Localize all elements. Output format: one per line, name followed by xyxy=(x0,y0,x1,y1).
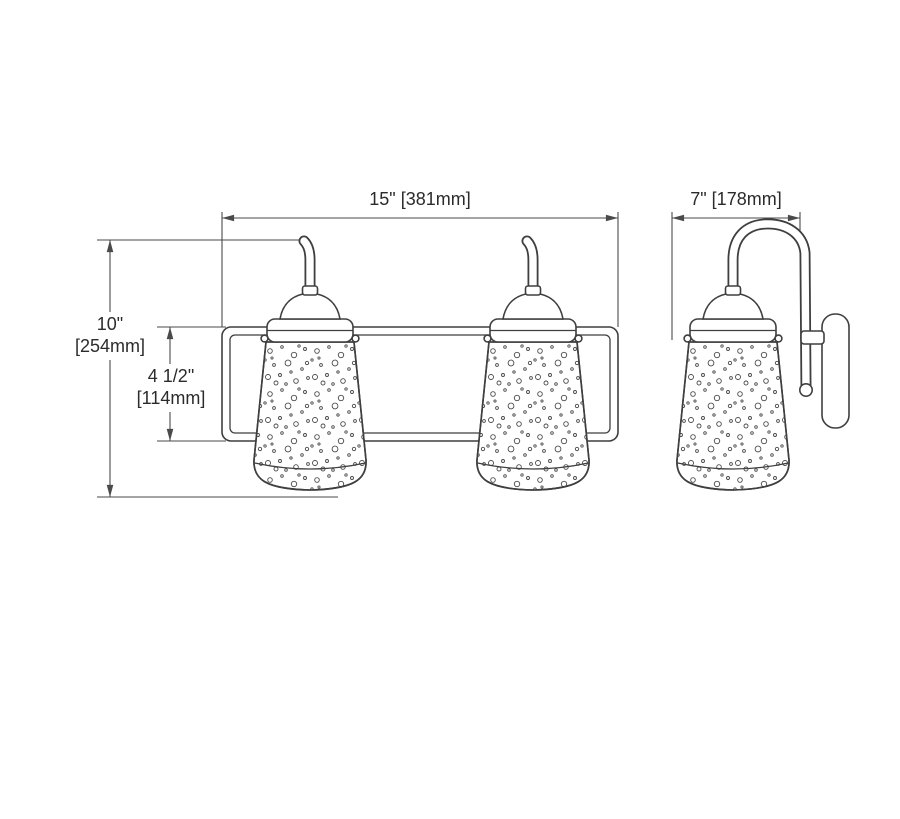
backplate-inner xyxy=(229,334,611,434)
swivel-knob xyxy=(798,382,813,397)
dimension-backplate-metric: [114mm] xyxy=(137,388,206,408)
front-view xyxy=(221,235,619,491)
lamp-stem-right xyxy=(521,235,539,293)
label-mask xyxy=(133,364,209,412)
dimension-width-label: 15" [381mm] xyxy=(369,189,470,209)
dimension-depth-label: 7" [178mm] xyxy=(690,189,781,209)
lamp-right xyxy=(476,285,590,491)
mount-bracket xyxy=(800,330,825,345)
label-mask xyxy=(74,312,146,360)
side-view xyxy=(676,218,850,491)
gooseneck-arm xyxy=(727,218,812,394)
dimension-overall-height: 10" [254mm] xyxy=(74,239,338,498)
lamp-left xyxy=(253,285,367,491)
dimension-backplate-value: 4 1/2" xyxy=(148,366,194,386)
dimension-overall-width: 15" [381mm] xyxy=(221,189,619,327)
dimension-height-value: 10" xyxy=(97,314,123,334)
wall-canopy xyxy=(821,313,850,429)
dimension-height-metric: [254mm] xyxy=(75,336,145,356)
dimension-backplate-height: 4 1/2" [114mm] xyxy=(133,326,226,442)
lamp-stem-left xyxy=(298,235,316,293)
lamp-side xyxy=(676,285,790,491)
